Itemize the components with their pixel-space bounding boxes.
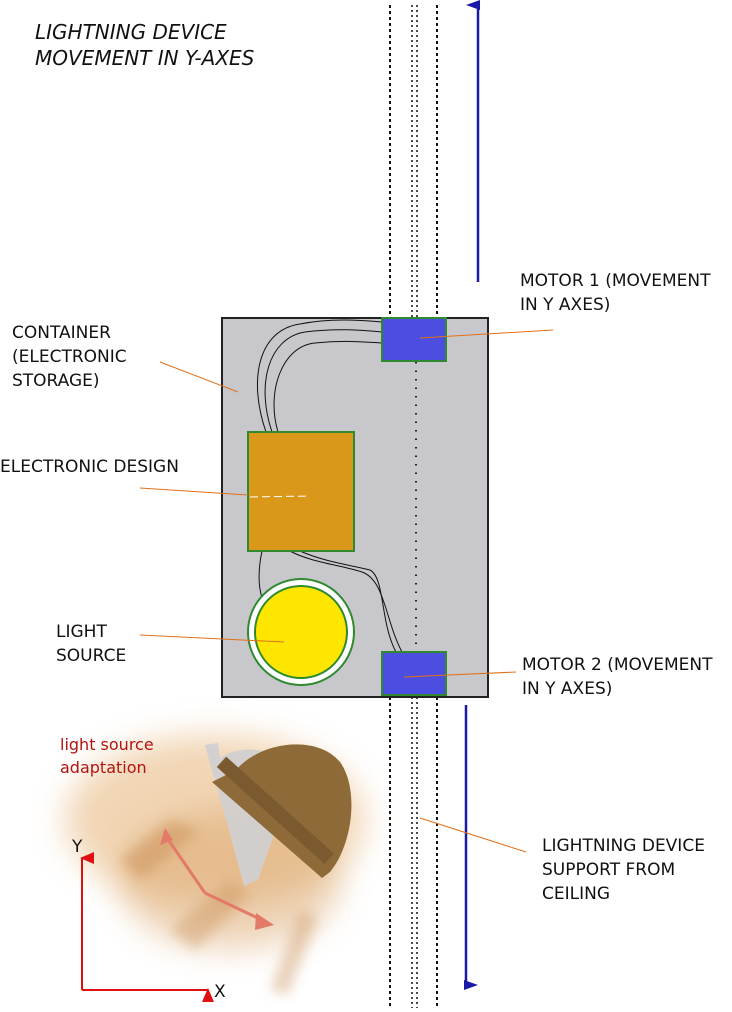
light-source-label-line-1: LIGHT (56, 622, 107, 642)
lamp-adaptation-illustration (65, 735, 365, 995)
adaptation-label-line-1: light source (60, 735, 154, 754)
motor-1 (381, 317, 447, 362)
wires (256, 319, 403, 653)
electronic-design-label: ELECTRONIC DESIGN (0, 457, 179, 477)
container-label-line-3: STORAGE) (12, 371, 100, 391)
diagram-title: LIGHTNING DEVICE MOVEMENT IN Y-AXES (35, 19, 254, 71)
motor-2-label-line-2: IN Y AXES) (522, 679, 613, 699)
motor-1-label: MOTOR 1 (MOVEMENT IN Y AXES) (520, 269, 711, 317)
support-label-line-2: SUPPORT FROM (542, 860, 676, 880)
leader-lines (139, 329, 554, 853)
title-line-2: MOVEMENT IN Y-AXES (35, 46, 255, 70)
motor-2-label: MOTOR 2 (MOVEMENT IN Y AXES) (522, 653, 713, 701)
light-source-label: LIGHT SOURCE (56, 620, 126, 668)
x-axis-label: X (214, 982, 226, 1002)
motor-1-label-line-1: MOTOR 1 (MOVEMENT (520, 271, 711, 291)
light-source-label-line-2: SOURCE (56, 646, 127, 666)
motor-2-label-line-1: MOTOR 2 (MOVEMENT (522, 655, 713, 675)
motor-1-label-line-2: IN Y AXES) (520, 295, 611, 315)
support-label: LIGHTNING DEVICE SUPPORT FROM CEILING (542, 834, 705, 906)
container-label-line-2: (ELECTRONIC (12, 347, 127, 367)
container-label: CONTAINER (ELECTRONIC STORAGE) (12, 321, 127, 393)
title-line-1: LIGHTNING DEVICE (35, 20, 227, 44)
ceiling-support-rails (389, 5, 438, 1008)
motor-2 (381, 651, 447, 696)
support-label-line-3: CEILING (542, 884, 610, 904)
electronic-design-block (247, 431, 355, 552)
light-source-bulb (254, 585, 348, 679)
adaptation-label: light source adaptation (60, 733, 154, 779)
xy-axes (80, 852, 214, 1002)
y-axis-label: Y (72, 837, 83, 857)
adaptation-label-line-2: adaptation (60, 758, 147, 777)
container-label-line-1: CONTAINER (12, 323, 111, 343)
support-label-line-1: LIGHTNING DEVICE (542, 836, 705, 856)
